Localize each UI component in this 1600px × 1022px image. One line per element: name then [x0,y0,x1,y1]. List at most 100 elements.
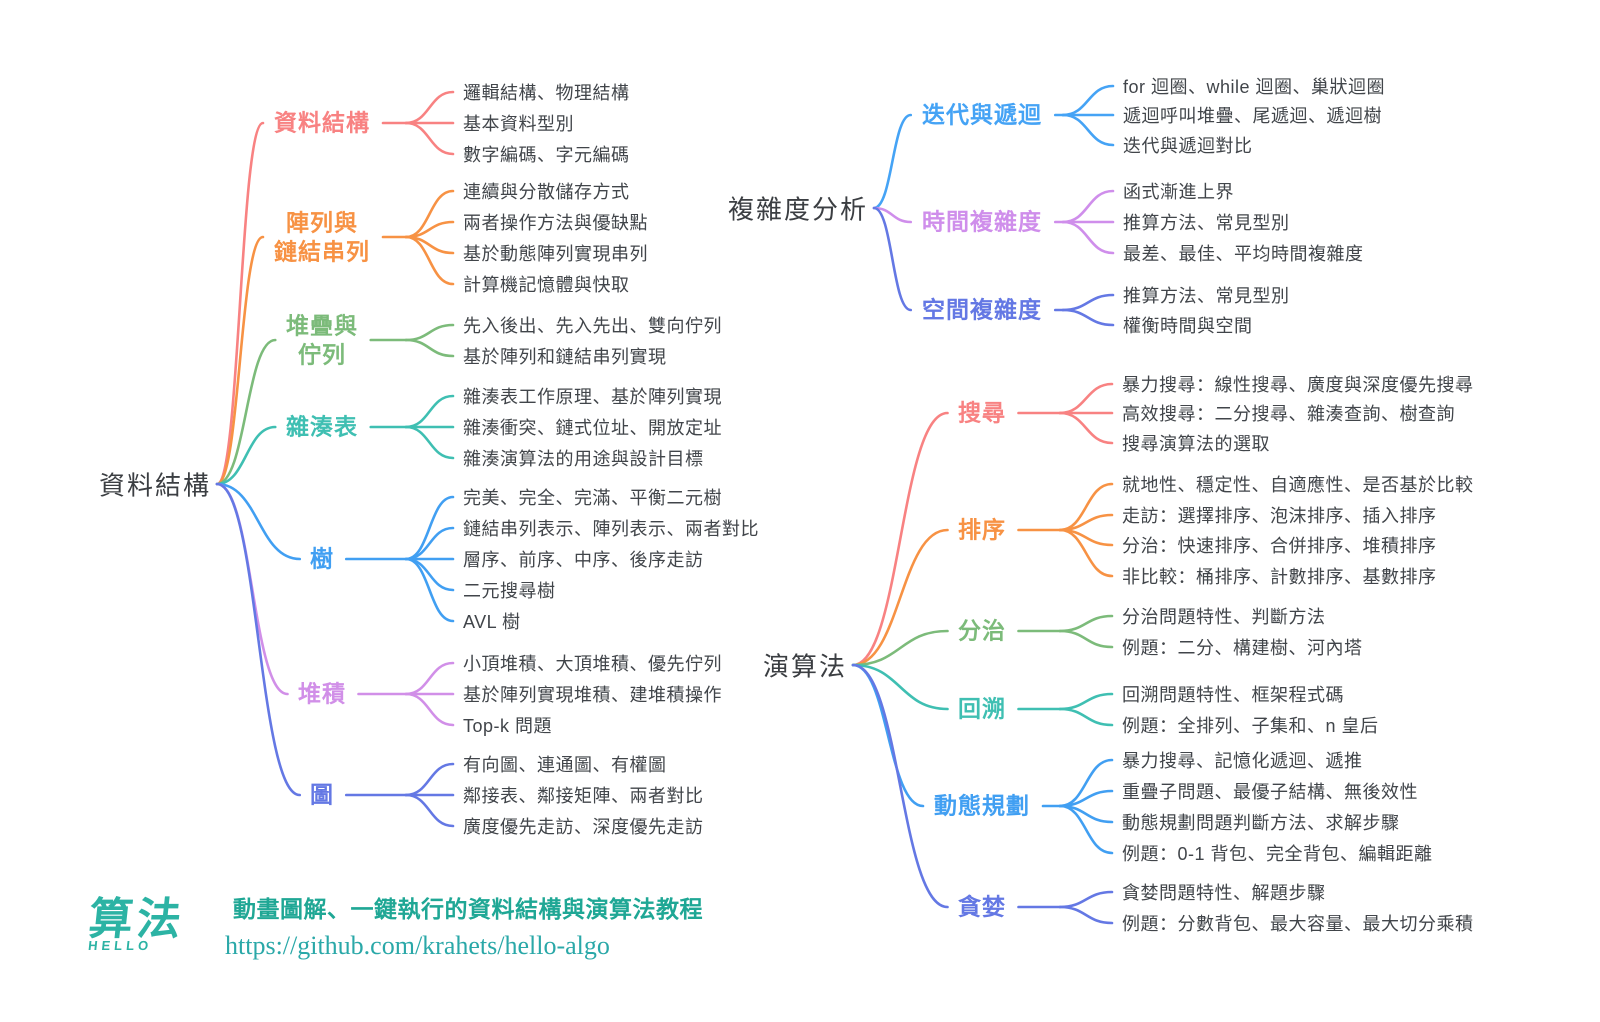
branch-tree: 樹 [310,545,334,572]
edge [851,663,949,711]
edge [851,411,949,667]
edge [851,663,925,808]
leaf-hash-table-1: 雜湊衝突、鏈式位址、開放定址 [463,418,722,438]
edge [1058,804,1114,855]
leaf-tree-1: 鏈結串列表示、陣列表示、兩者對比 [463,519,759,539]
edge [215,338,277,486]
edge [851,528,949,667]
branch-heap: 堆積 [298,680,346,707]
leaf-iteration-recursion-0: for 迴圈、while 迴圈、巢狀迴圈 [1123,77,1386,97]
leaf-tree-0: 完美、完全、完滿、平衡二元樹 [463,488,722,508]
branch-space-complexity: 空間複雜度 [922,296,1042,323]
leaf-graph-1: 鄰接表、鄰接矩陣、兩者對比 [463,786,704,806]
edge [1058,382,1114,415]
edge [215,425,277,486]
edge [404,557,455,592]
root-complexity-analysis: 複雜度分析 [727,194,869,225]
edge [404,90,455,125]
branch-hash-table: 雜湊表 [286,413,358,440]
leaf-greedy-0: 貪婪問題特性、解題步驟 [1122,883,1326,903]
edge [1061,189,1115,224]
leaf-time-complexity-0: 函式漸進上界 [1123,182,1234,202]
hello-algo-logo: 算法 HELLO [85,895,211,958]
branch-searching: 搜尋 [958,399,1006,426]
branch-stack-queue: 堆疊與 佇列 [286,312,358,367]
edge [215,482,302,561]
leaf-iteration-recursion-1: 遞迴呼叫堆疊、尾遞迴、遞迴樹 [1123,106,1382,126]
leaf-ds-intro-1: 基本資料型別 [463,114,574,134]
edge [404,425,455,460]
leaf-heap-0: 小頂堆積、大頂堆積、優先佇列 [463,654,722,674]
edge [404,338,455,358]
edge [404,394,455,429]
leaf-tree-2: 層序、前序、中序、後序走訪 [463,550,704,570]
edge [851,663,949,909]
leaf-greedy-1: 例題：分數背包、最大容量、最大切分乘積 [1122,914,1474,934]
leaf-divide-conquer-1: 例題：二分、構建樹、河內塔 [1122,638,1363,658]
edge [872,113,913,210]
leaf-backtracking-0: 回溯問題特性、框架程式碼 [1122,685,1344,705]
leaf-hash-table-0: 雜湊表工作原理、基於陣列實現 [463,387,722,407]
leaf-space-complexity-0: 推算方法、常見型別 [1123,286,1290,306]
edge [1061,84,1115,117]
edge [1061,293,1115,312]
edge [1061,220,1115,255]
branch-dynamic-programming: 動態規劃 [934,792,1030,819]
leaf-array-linkedlist-0: 連續與分散儲存方式 [463,182,630,202]
branch-greedy: 貪婪 [958,893,1006,920]
logo-glyphs: 算法 [86,895,188,944]
leaf-graph-2: 廣度優先走訪、深度優先走訪 [463,817,704,837]
leaf-time-complexity-2: 最差、最佳、平均時間複雜度 [1123,244,1364,264]
branch-time-complexity: 時間複雜度 [922,208,1042,235]
branch-backtracking: 回溯 [958,695,1006,722]
edge [404,661,455,696]
leaf-backtracking-1: 例題：全排列、子集和、n 皇后 [1122,716,1379,736]
leaf-array-linkedlist-3: 計算機記憶體與快取 [463,275,630,295]
edge [1058,905,1114,925]
leaf-ds-intro-2: 數字編碼、字元編碼 [463,145,630,165]
leaf-searching-2: 搜尋演算法的選取 [1122,434,1270,454]
leaf-dynamic-programming-2: 動態規劃問題判斷方法、求解步驟 [1122,813,1400,833]
leaf-heap-1: 基於陣列實現堆積、建堆積操作 [463,685,722,705]
root-data-structures: 資料結構 [98,470,212,501]
edge [404,557,455,623]
branch-array-linkedlist: 陣列與 鏈結串列 [274,209,370,264]
edge [1058,528,1114,578]
edge [404,526,455,561]
leaf-searching-0: 暴力搜尋：線性搜尋、廣度與深度優先搜尋 [1122,375,1474,395]
branch-ds-intro: 資料結構 [274,109,370,136]
leaf-stack-queue-1: 基於陣列和鏈結串列實現 [463,347,667,367]
edge [404,692,455,727]
branch-graph: 圖 [310,781,334,808]
tagline: 動畫圖解、一鍵執行的資料結構與演算法教程 [233,896,703,922]
edge [872,206,913,312]
leaf-graph-0: 有向圖、連通圖、有權圖 [463,755,667,775]
leaf-sorting-0: 就地性、穩定性、自適應性、是否基於比較 [1122,475,1474,495]
edge [1058,890,1114,909]
edge [1061,113,1115,147]
edge [404,121,455,156]
edge [215,482,302,797]
repo-url-link[interactable]: https://github.com/krahets/hello-algo [225,931,610,960]
branch-sorting: 排序 [958,516,1006,543]
leaf-heap-2: Top-k 問題 [463,716,553,736]
logo-wordmark: HELLO [87,938,154,953]
leaf-dynamic-programming-3: 例題：0-1 背包、完全背包、編輯距離 [1122,844,1433,864]
leaf-iteration-recursion-2: 迭代與遞迴對比 [1123,136,1253,156]
edge [1058,411,1114,445]
root-algorithms: 演算法 [762,651,848,682]
leaf-dynamic-programming-1: 重疊子問題、最優子結構、無後效性 [1122,782,1418,802]
edge [1058,707,1114,727]
leaf-space-complexity-1: 權衡時間與空間 [1123,316,1253,336]
leaf-hash-table-2: 雜湊演算法的用途與設計目標 [463,449,704,469]
edge [851,629,949,667]
edge [1061,308,1115,327]
leaf-divide-conquer-0: 分治問題特性、判斷方法 [1122,607,1326,627]
edge [404,323,455,342]
leaf-sorting-3: 非比較：桶排序、計數排序、基數排序 [1122,567,1437,587]
edge [1058,692,1114,711]
leaf-tree-3: 二元搜尋樹 [463,581,556,601]
branch-iteration-recursion: 迭代與遞迴 [922,101,1042,128]
